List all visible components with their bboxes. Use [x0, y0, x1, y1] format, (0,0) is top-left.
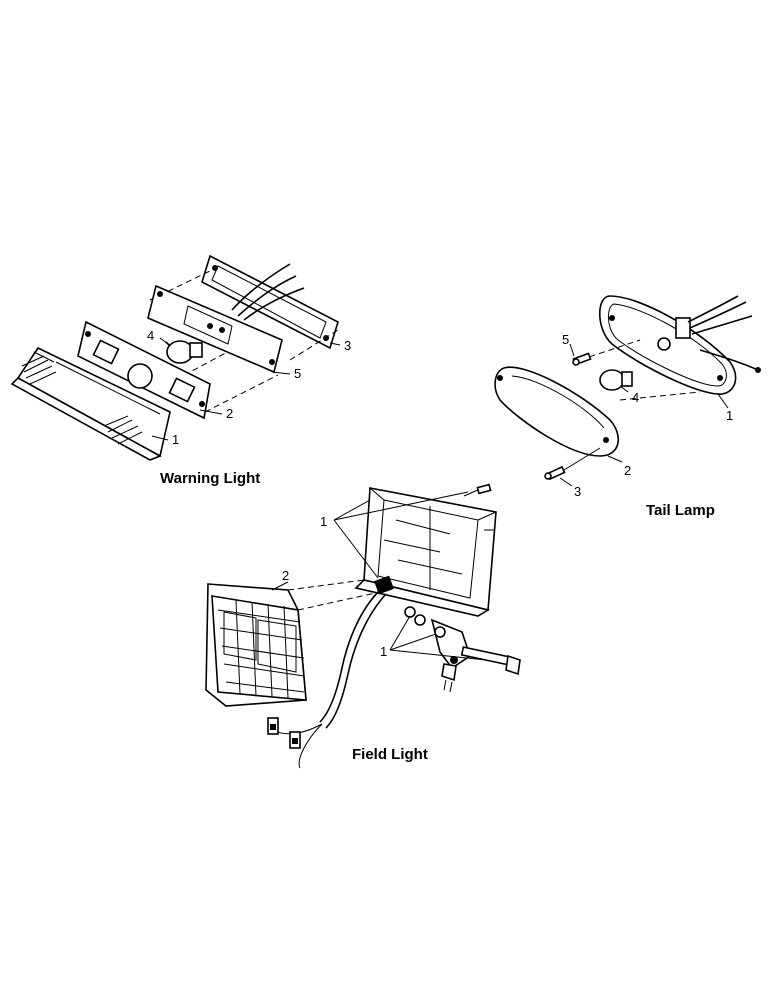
field-callout-2: 2 [282, 568, 289, 583]
warning-callout-5: 5 [294, 366, 301, 381]
field-terminal-part [267, 717, 301, 749]
field-light-assembly: 1 2 1 [205, 483, 521, 769]
tail-lamp-assembly: 1 2 3 4 5 [494, 295, 761, 499]
warning-light-assembly: 1 2 3 4 5 [10, 254, 351, 461]
tail-callout-4: 4 [632, 390, 639, 405]
field-nut-part [404, 606, 426, 626]
tail-callout-2: 2 [624, 463, 631, 478]
warning-callout-1: 1 [172, 432, 179, 447]
tail-lens-part [494, 366, 620, 457]
field-top-screw-part [476, 483, 492, 495]
warning-callout-3: 3 [344, 338, 351, 353]
field-bracket-part [430, 618, 471, 693]
warning-light-title: Warning Light [160, 470, 261, 487]
field-callout-1-top: 1 [320, 514, 327, 529]
field-connector-part [374, 575, 394, 595]
warning-housing-part [147, 284, 283, 374]
tail-callout-5: 5 [562, 332, 569, 347]
field-light-title: Field Light [352, 746, 428, 763]
tail-screw-3-part [544, 465, 566, 481]
field-housing-part [354, 487, 497, 617]
warning-callout-4: 4 [147, 328, 154, 343]
field-lens-part [205, 583, 307, 707]
tail-bulb-part [599, 369, 633, 391]
tail-housing-part [599, 295, 737, 395]
warning-callout-2: 2 [226, 406, 233, 421]
tail-callout-1: 1 [726, 408, 733, 423]
warning-bulb-part [165, 340, 203, 364]
tail-callout-3: 3 [574, 484, 581, 499]
warning-lens-part [10, 346, 171, 461]
tail-lamp-title: Tail Lamp [646, 502, 715, 519]
warning-lens-gasket-part [77, 320, 211, 420]
field-callout-1-bottom: 1 [380, 644, 387, 659]
tail-screw-5-part [572, 352, 592, 366]
field-bolt-part [460, 646, 521, 676]
